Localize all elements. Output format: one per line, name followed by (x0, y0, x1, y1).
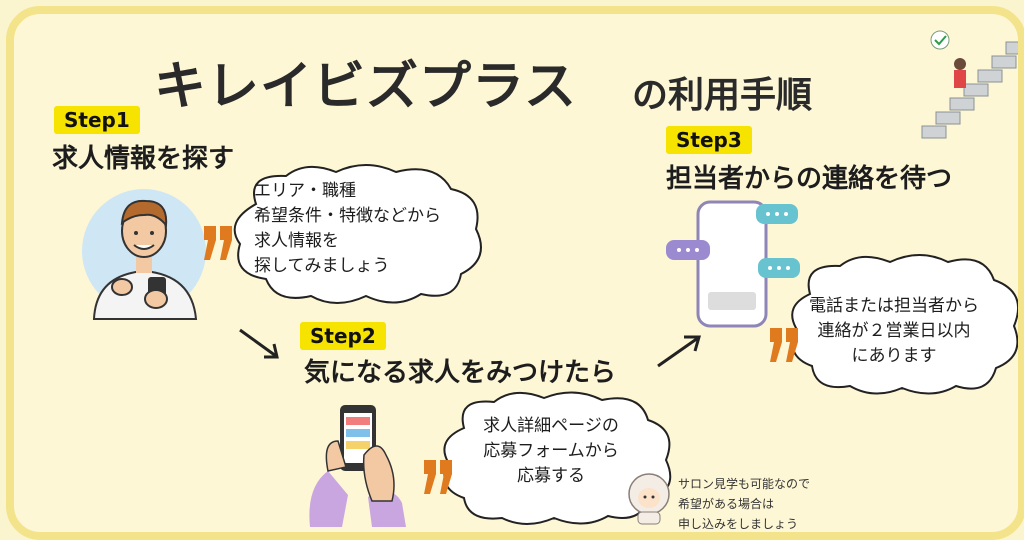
note-line: 希望がある場合は (678, 497, 775, 511)
quote-mark-icon (204, 226, 232, 260)
step1-heading: 求人情報を探す (52, 144, 235, 174)
page-title: キレイビズプラス (154, 57, 577, 117)
step2-bubble-text: 求人詳細ページの 応募フォームから 応募する (466, 414, 636, 489)
stairs-icon (921, 30, 1018, 139)
quote-mark-icon (424, 460, 452, 494)
step2-heading: 気になる求人をみつけたら (304, 358, 617, 388)
phone-chat-illustration (666, 200, 800, 328)
bubble-line: 探してみましょう (254, 256, 390, 276)
step1-badge: Step1 (54, 106, 140, 134)
page-subtitle: の利用手順 (632, 75, 813, 116)
bubble-line: 電話または担当者から (809, 296, 979, 316)
hand-holding-phone-illustration (309, 405, 406, 527)
sheep-mascot-icon (628, 473, 670, 525)
step3-badge: Step3 (666, 126, 752, 154)
bubble-line: にあります (851, 346, 937, 366)
infographic-frame: キレイビズプラス の利用手順 Step1 求人情報を探す (6, 6, 1024, 540)
bubble-line: 応募フォームから (483, 441, 619, 461)
bubble-line: 希望条件・特徴などから (254, 206, 441, 226)
quote-mark-icon (770, 328, 798, 362)
bubble-line: 求人詳細ページの (483, 416, 619, 436)
step1-bubble-text: エリア・職種 希望条件・特徴などから 求人情報を 探してみましょう (254, 179, 441, 279)
bubble-line: 応募する (517, 466, 585, 486)
step3-speech-cloud (791, 254, 1018, 395)
note-line: サロン見学も可能なので (678, 477, 811, 491)
note-line: 申し込みをしましょう (678, 517, 799, 531)
step3-heading: 担当者からの連絡を待つ (666, 164, 953, 194)
step2-badge: Step2 (300, 322, 386, 350)
bubble-line: 求人情報を (254, 231, 339, 251)
chat-bubble-icon (756, 204, 798, 224)
arrow-up-right-icon (657, 335, 701, 368)
step3-bubble-text: 電話または担当者から 連絡が２営業日以内 にあります (796, 294, 992, 369)
step1-speech-cloud (233, 164, 482, 304)
bubble-line: エリア・職種 (254, 181, 356, 201)
person-with-phone-illustration (82, 189, 206, 320)
bubble-line: 連絡が２営業日以内 (817, 321, 971, 341)
visit-note: サロン見学も可能なので 希望がある場合は 申し込みをしましょう (678, 474, 811, 532)
arrow-down-right-icon (239, 328, 279, 359)
